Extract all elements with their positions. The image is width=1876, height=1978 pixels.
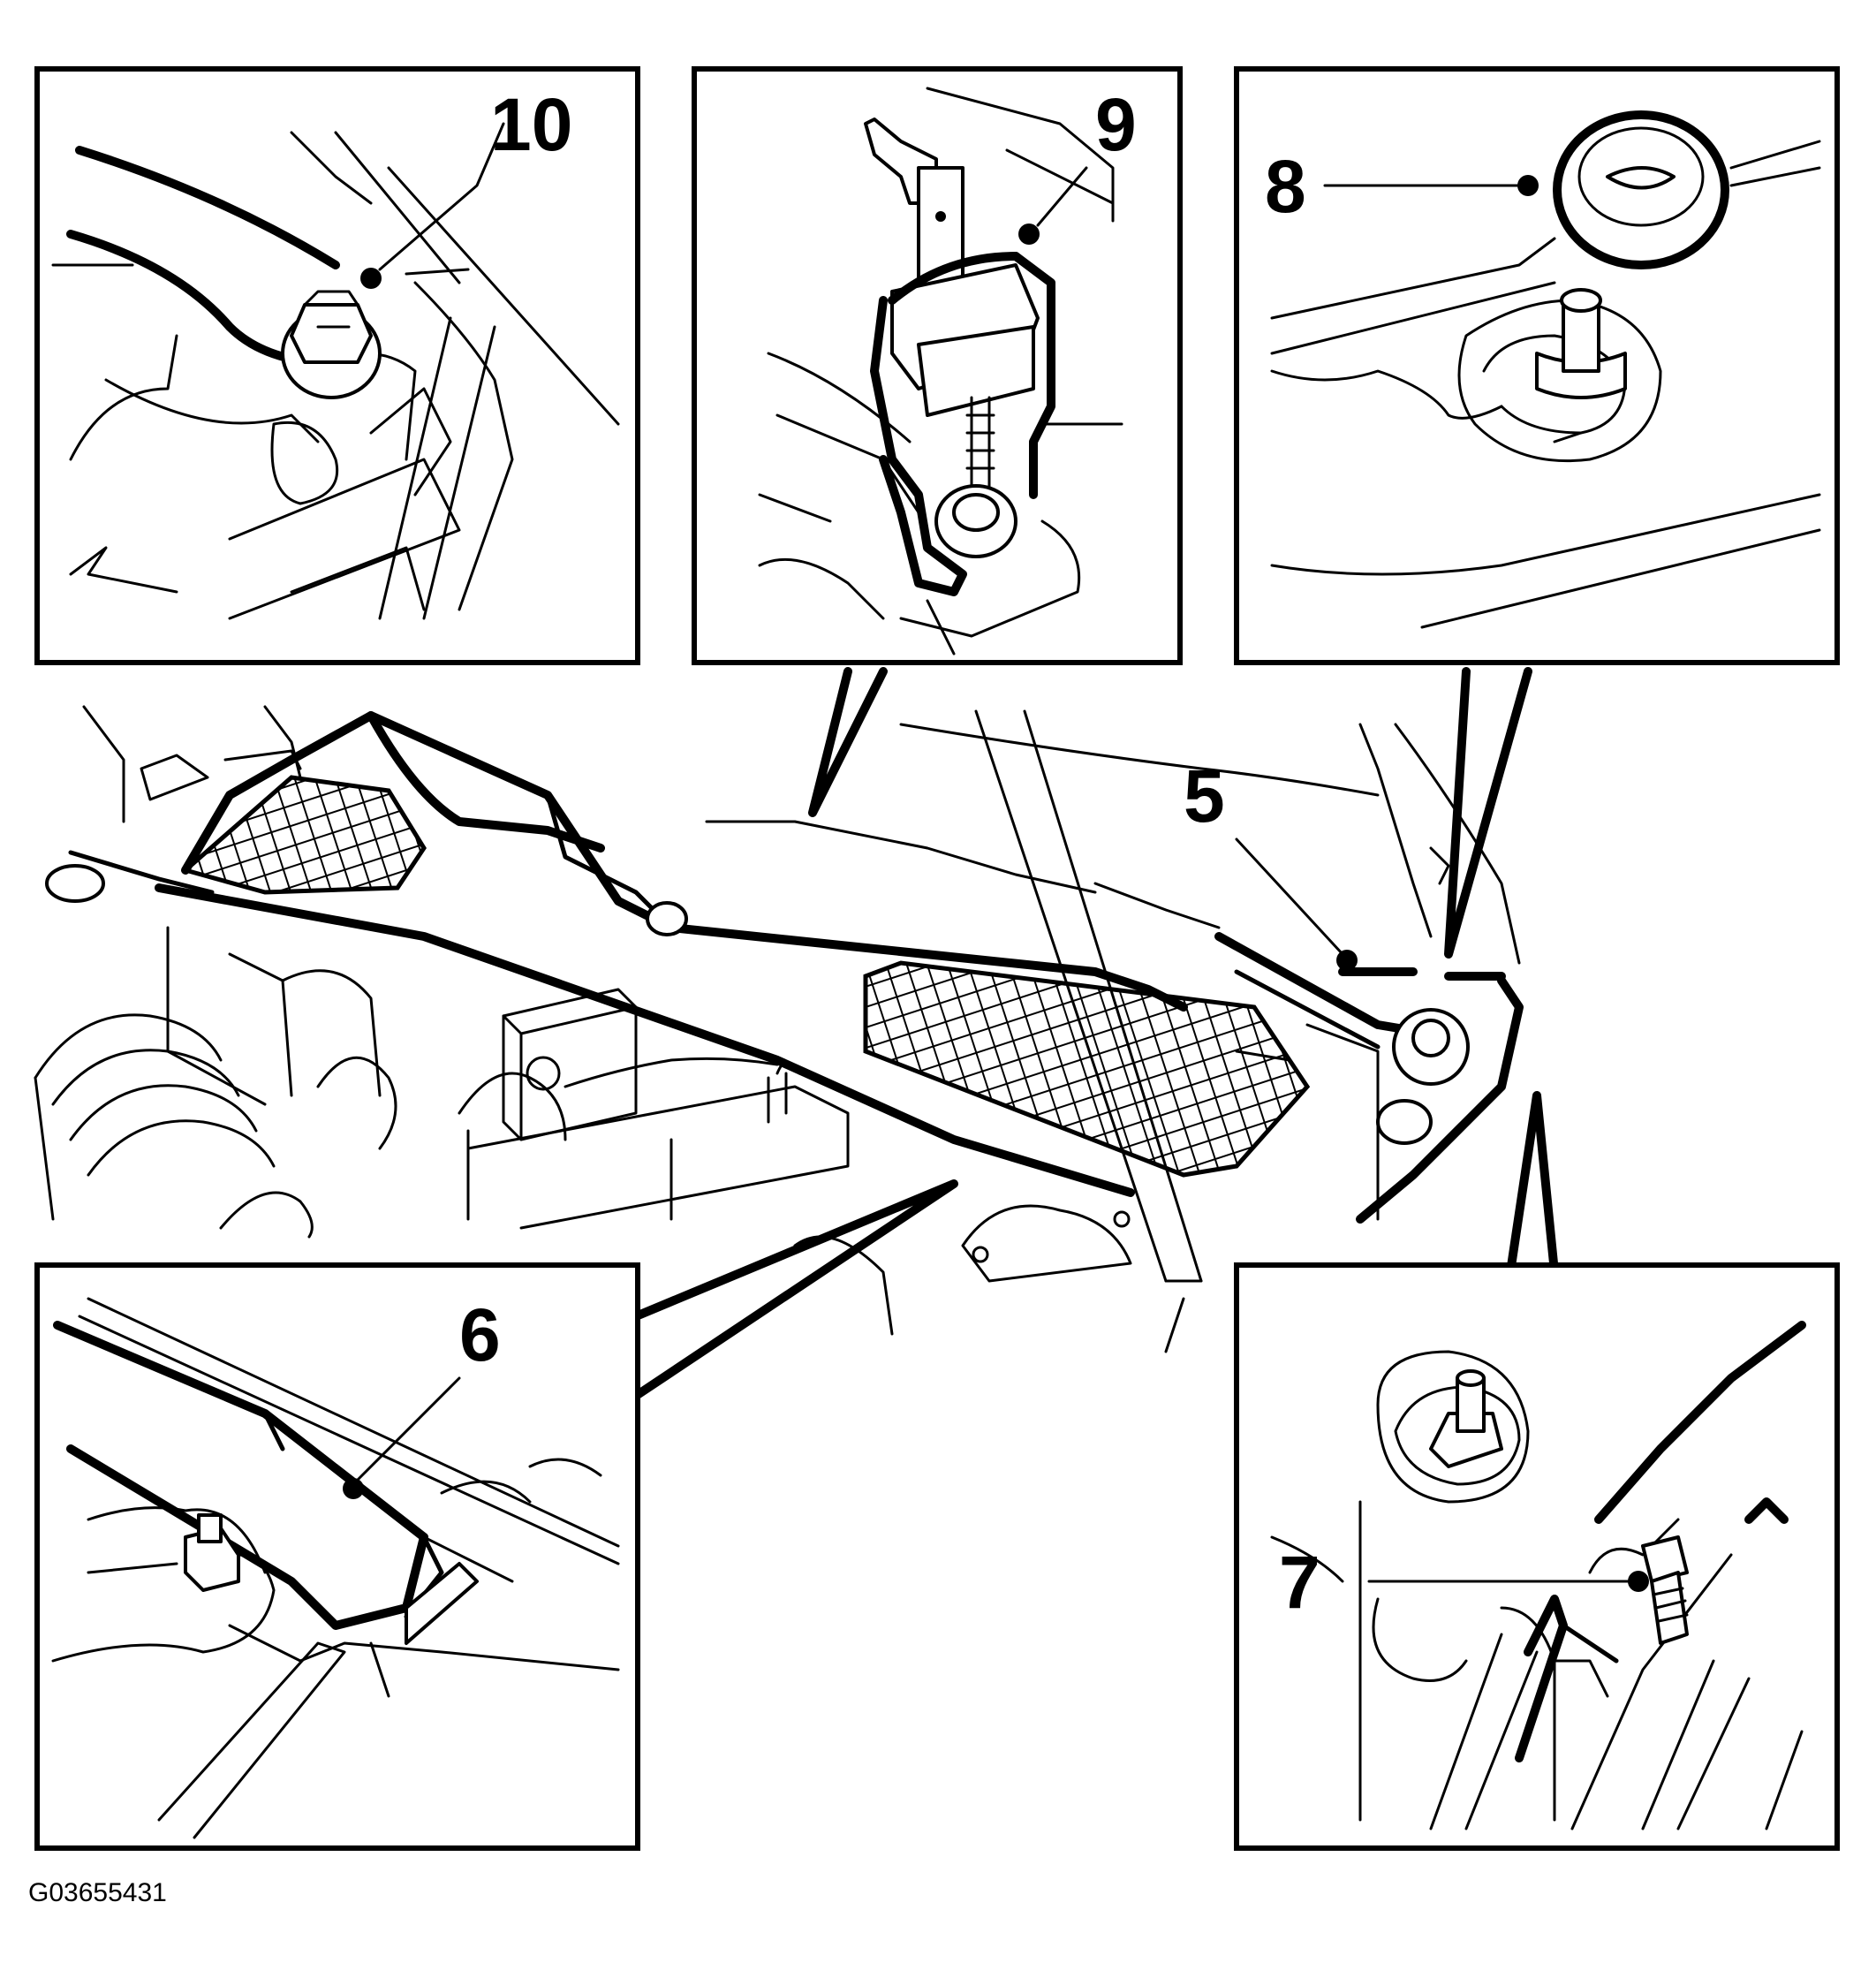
callout-10: 10 xyxy=(490,83,572,166)
callout-8: 8 xyxy=(1265,145,1306,228)
callout-6: 6 xyxy=(459,1293,501,1376)
inset-9-puller-tool: 9 xyxy=(692,66,1183,665)
inset-10-wiper-nut: 10 xyxy=(34,66,640,665)
callout-9: 9 xyxy=(1095,83,1137,166)
pointer-wedges xyxy=(632,667,1559,1400)
inset-6-cowl-panel: 6 xyxy=(34,1262,640,1851)
main-scene xyxy=(34,705,1524,1353)
callout-5: 5 xyxy=(1184,754,1225,837)
inset-8-cover-cap: 8 xyxy=(1234,66,1840,665)
callout-7: 7 xyxy=(1279,1541,1320,1624)
inset-7-screw: 7 xyxy=(1234,1262,1840,1851)
figure-code: G03655431 xyxy=(28,1878,167,1907)
callout-5-group: 5 xyxy=(1184,754,1358,971)
